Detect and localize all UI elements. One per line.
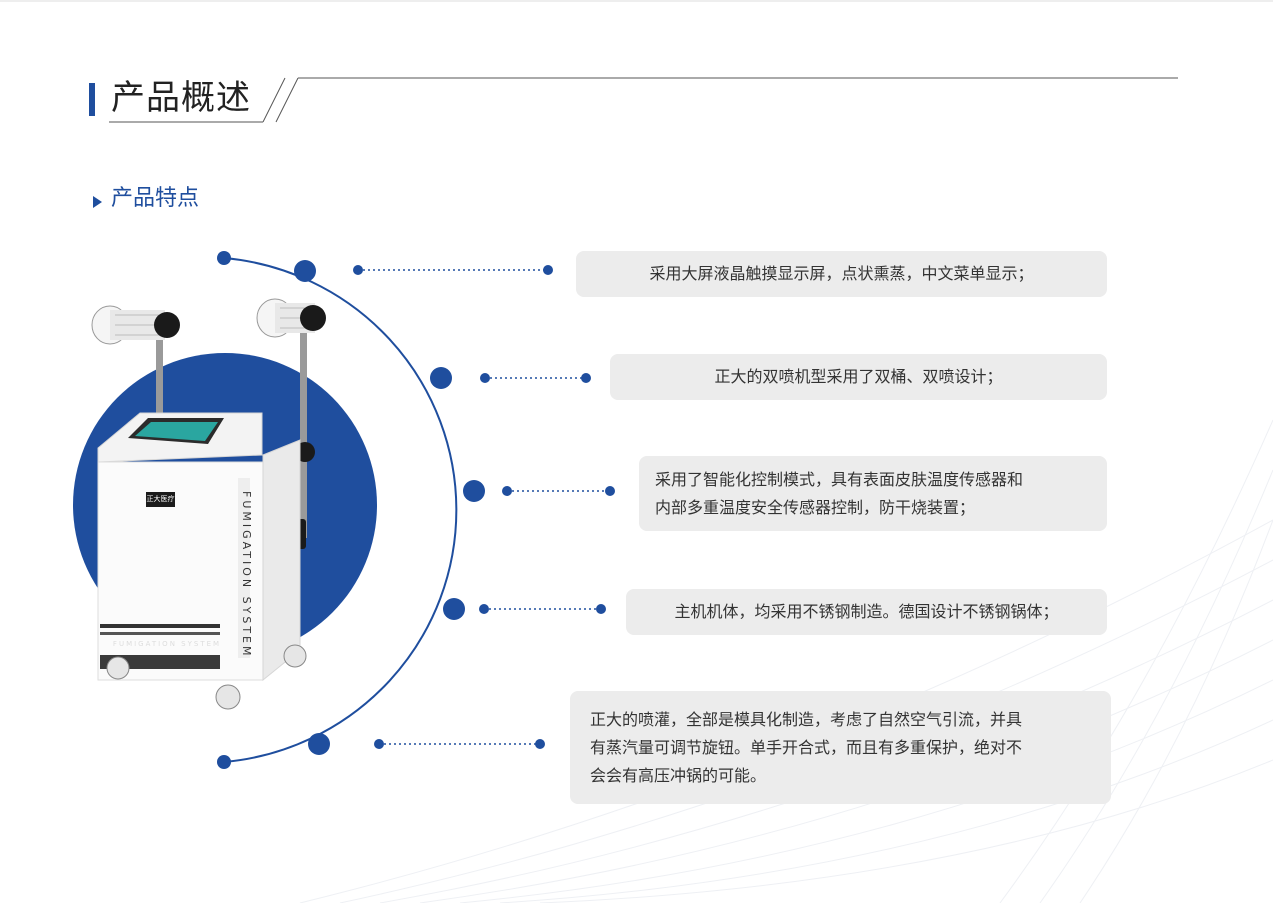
section-title-decoration: [109, 77, 1178, 123]
feature-line: 采用大屏液晶触摸显示屏，点状熏蒸，中文菜单显示；: [649, 264, 1034, 283]
connector-lines: [358, 269, 610, 745]
arc-node: [463, 480, 485, 502]
device-brand-label: 正大医疗: [146, 492, 175, 507]
arc-end-dot: [217, 755, 231, 769]
subsection-title: 产品特点: [111, 186, 200, 211]
feature-box-3: 采用了智能化控制模式，具有表面皮肤温度传感器和 内部多重温度安全传感器控制，防干…: [639, 456, 1107, 531]
feature-line: 正大的双喷机型采用了双桶、双喷设计；: [714, 367, 1003, 386]
feature-line: 采用了智能化控制模式，具有表面皮肤温度传感器和: [655, 469, 1024, 489]
feature-box-4: 主机机体，均采用不锈钢制造。德国设计不锈钢锅体；: [626, 589, 1107, 635]
feature-line: 主机机体，均采用不锈钢制造。德国设计不锈钢锅体；: [674, 602, 1059, 621]
arc-node: [430, 367, 452, 389]
device-backdrop-circle: [73, 353, 377, 657]
device-side-label: FUMIGATION SYSTEM: [240, 491, 253, 659]
arc-node: [308, 733, 330, 755]
feature-box-5: 正大的喷灌，全部是模具化制造，考虑了自然空气引流，并具 有蒸汽量可调节旋钮。单手…: [570, 691, 1111, 804]
top-divider: [0, 0, 1273, 2]
device-base-label: FUMIGATION SYSTEM: [112, 640, 222, 648]
feature-box-2: 正大的双喷机型采用了双桶、双喷设计；: [610, 354, 1107, 400]
feature-line: 内部多重温度安全传感器控制，防干烧装置；: [655, 497, 976, 517]
feature-line: 正大的喷灌，全部是模具化制造，考虑了自然空气引流，并具: [590, 709, 1023, 729]
section-title-marker: [89, 83, 95, 116]
arc-node: [294, 260, 316, 282]
arc-node: [443, 598, 465, 620]
feature-box-1: 采用大屏液晶触摸显示屏，点状熏蒸，中文菜单显示；: [576, 251, 1107, 297]
feature-line: 有蒸汽量可调节旋钮。单手开合式，而且有多重保护，绝对不: [590, 737, 1023, 757]
subsection-marker-icon: [93, 196, 102, 208]
arc-end-dot: [217, 251, 231, 265]
blue-arc: [223, 257, 458, 763]
section-title: 产品概述: [111, 78, 251, 118]
feature-line: 会会有高压冲锅的可能。: [590, 765, 767, 785]
